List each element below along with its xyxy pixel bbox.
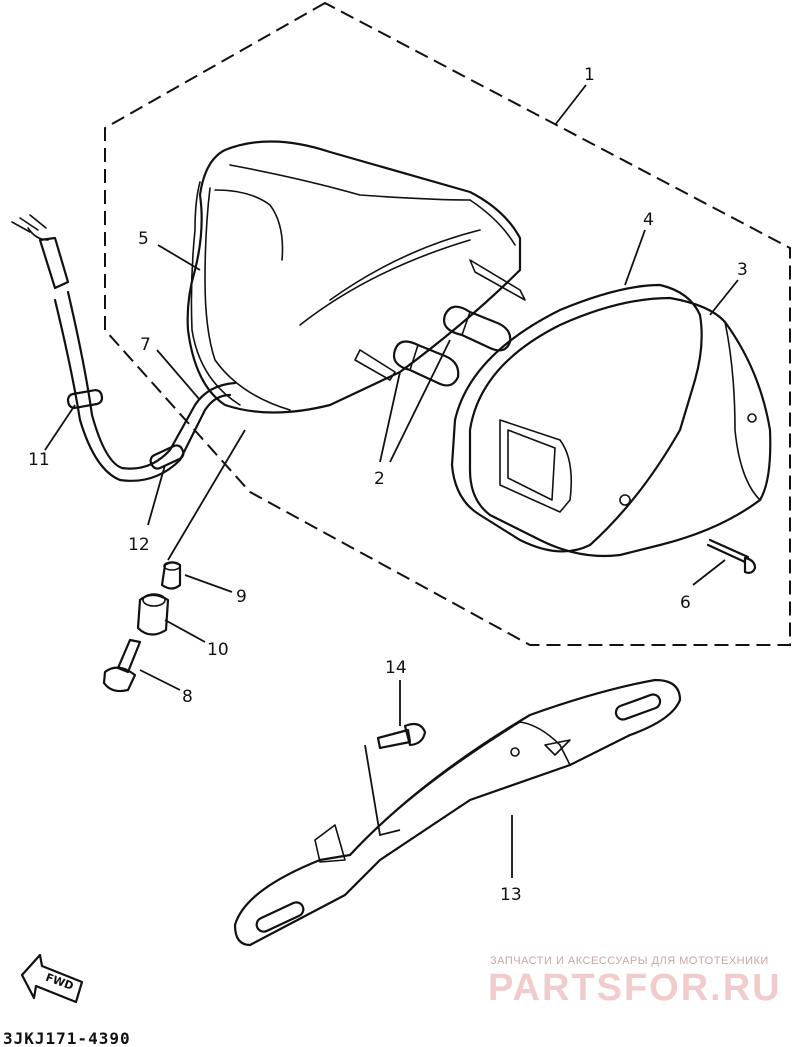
callout-14: 14 [385, 658, 407, 678]
wire-harness [11, 214, 237, 482]
callout-8: 8 [182, 687, 193, 707]
collar [160, 561, 182, 590]
leader-collar-line [167, 429, 246, 561]
leader-9 [184, 574, 233, 593]
leader-3 [709, 279, 739, 316]
assembly-boundary [104, 1, 791, 646]
lens-gasket [450, 283, 703, 553]
callout-5: 5 [138, 229, 149, 249]
watermark: ЗАПЧАСТИ И АКСЕССУАРЫ ДЛЯ МОТОТЕХНИКИ PA… [488, 955, 782, 1009]
watermark-brand: PARTSFOR.RU [488, 967, 782, 1009]
callout-4: 4 [643, 210, 654, 230]
mount-bolt [102, 638, 142, 693]
forward-arrow: FWD [20, 953, 84, 1004]
drawing-code: 3JKJ171-4390 [3, 1029, 131, 1047]
callout-13: 13 [500, 885, 522, 905]
leader-6 [692, 559, 726, 586]
leader-2 [379, 339, 451, 463]
leader-8 [139, 669, 181, 691]
leader-10 [164, 619, 206, 643]
callout-12: 12 [128, 535, 150, 555]
forward-arrow-label: FWD [44, 971, 75, 993]
leader-1 [554, 84, 587, 126]
callout-11: 11 [28, 450, 50, 470]
lens-screw [706, 538, 757, 574]
leader-4 [624, 229, 646, 286]
callout-1: 1 [584, 65, 595, 85]
damper [136, 593, 170, 636]
license-bracket [233, 678, 682, 947]
callout-7: 7 [140, 335, 151, 355]
callout-10: 10 [207, 640, 229, 660]
callout-9: 9 [236, 587, 247, 607]
leader-12 [147, 464, 166, 526]
callout-3: 3 [737, 260, 748, 280]
callout-6: 6 [680, 593, 691, 613]
leader-5 [157, 244, 201, 271]
leader-11 [44, 404, 76, 451]
bulb-lower [392, 340, 460, 387]
leader-7 [156, 349, 201, 401]
tail-lens [468, 296, 772, 558]
callout-2: 2 [374, 469, 385, 489]
watermark-tagline: ЗАПЧАСТИ И АКСЕССУАРЫ ДЛЯ МОТОТЕХНИКИ [490, 955, 769, 967]
housing-base [186, 140, 526, 414]
bracket-screw [376, 722, 427, 750]
leader-14 [364, 680, 401, 837]
